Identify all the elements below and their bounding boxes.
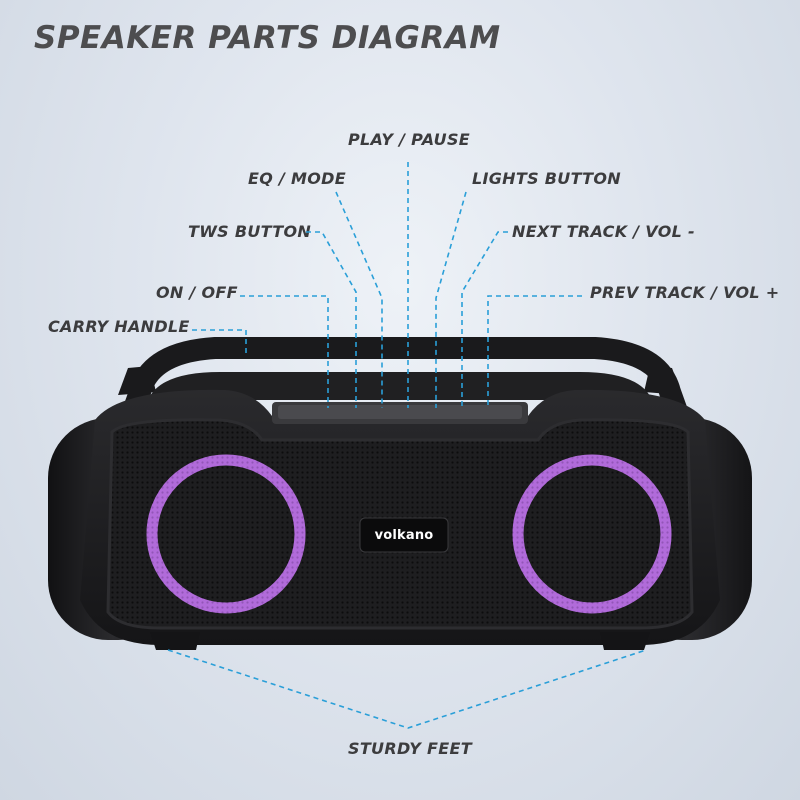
right-light-ring bbox=[512, 454, 672, 614]
label-play-pause: PLAY / PAUSE bbox=[348, 130, 471, 149]
label-carry-handle: CARRY HANDLE bbox=[48, 317, 190, 336]
leader-sturdy-feet bbox=[167, 649, 647, 729]
brand-logo-badge bbox=[359, 517, 449, 553]
leader-carry-handle bbox=[192, 329, 247, 356]
leader-lights bbox=[435, 191, 467, 408]
carry-handle bbox=[118, 337, 691, 424]
left-light-ring bbox=[146, 454, 306, 614]
label-lights-button: LIGHTS BUTTON bbox=[472, 169, 621, 188]
leader-next-track bbox=[461, 231, 508, 408]
label-on-off: ON / OFF bbox=[156, 283, 238, 302]
label-next-track: NEXT TRACK / VOL - bbox=[512, 222, 695, 241]
leader-prev-track bbox=[487, 295, 582, 408]
label-sturdy-feet: STURDY FEET bbox=[348, 739, 472, 758]
label-tws-button: TWS BUTTON bbox=[188, 222, 312, 241]
label-eq-mode: EQ / MODE bbox=[248, 169, 346, 188]
leader-on-off bbox=[240, 295, 329, 408]
leader-lines bbox=[167, 162, 647, 729]
page-title: SPEAKER PARTS DIAGRAM bbox=[34, 20, 501, 56]
brand-logo: volkano bbox=[374, 528, 434, 543]
leader-eq-mode bbox=[335, 191, 383, 408]
label-prev-track: PREV TRACK / VOL + bbox=[590, 283, 780, 302]
